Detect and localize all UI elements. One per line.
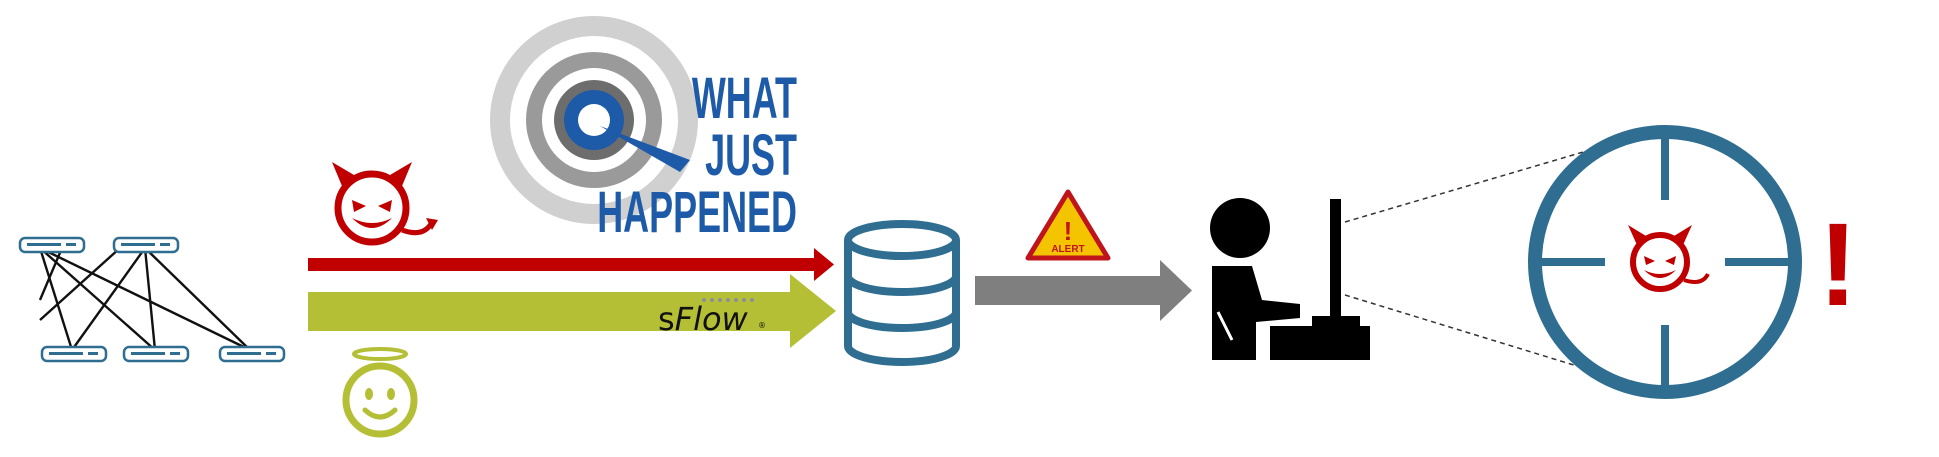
zoom-lines	[1344, 149, 1591, 371]
malicious-flow-arrow	[308, 248, 834, 281]
angel-icon	[342, 347, 418, 438]
devil-target-icon	[1628, 225, 1710, 292]
svg-text:HAPPENED: HAPPENED	[597, 180, 797, 245]
svg-text:sFlow: sFlow	[658, 300, 749, 338]
svg-text:!: !	[1064, 216, 1073, 246]
database-icon	[844, 220, 960, 366]
target-logo-icon	[490, 16, 698, 224]
crosshair-icon	[1528, 125, 1802, 399]
svg-text:ALERT: ALERT	[1051, 244, 1084, 255]
svg-text:JUST: JUST	[705, 123, 797, 188]
alert-warning-icon: ! ALERT	[1025, 189, 1111, 261]
devil-icon	[332, 162, 438, 246]
network-switches-icon	[18, 236, 286, 363]
operator-at-computer-icon	[1210, 198, 1370, 360]
svg-text:®: ®	[758, 321, 766, 330]
warning-exclamation: !	[1818, 199, 1857, 331]
sflow-logo: sFlow ®	[658, 298, 766, 338]
sflow-traffic-arrow	[308, 274, 836, 348]
transfer-arrow	[975, 260, 1192, 321]
svg-text:WHAT: WHAT	[692, 66, 797, 131]
what-just-happened-logo: WHAT JUST HAPPENED	[490, 16, 797, 245]
